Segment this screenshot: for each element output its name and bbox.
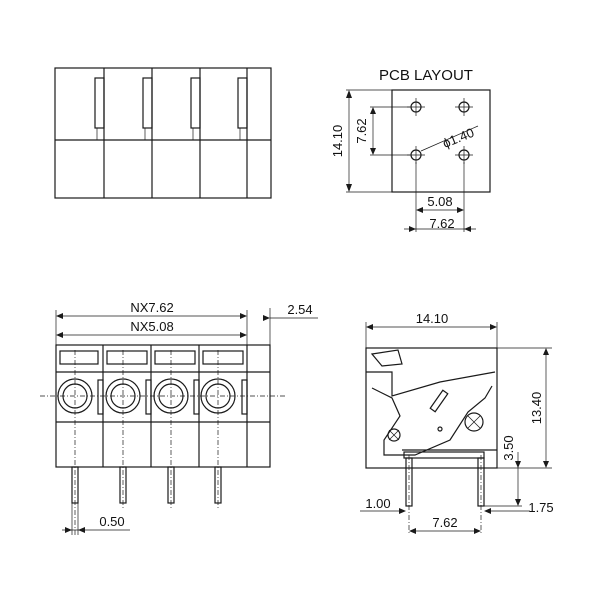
pcb-layout-view: PCB LAYOUT ϕ1.40 14.10 [330,67,491,232]
pcb-width-total-label: 7.62 [429,216,454,231]
screw-icon [464,412,484,432]
side-pin-pitch-label: 7.62 [432,515,457,530]
side-width-label: 14.10 [416,311,449,326]
side-pin-base-label: 3.50 [501,435,516,460]
nx-762-label: NX7.62 [130,300,173,315]
pcb-height-pitch-label: 7.62 [354,118,369,143]
hole-diameter-label: ϕ1.40 [440,125,476,151]
pcb-hole [455,98,473,116]
pcb-hole [455,146,473,164]
dim-254-label: 2.54 [287,302,312,317]
nx-508-label: NX5.08 [130,319,173,334]
side-pin-offset-label: 1.00 [365,496,390,511]
pcb-height-total-label: 14.10 [330,125,345,158]
side-height-label: 13.40 [529,392,544,425]
side-right-offset-label: 1.75 [528,500,553,515]
pcb-pitch-horizontal-label: 5.08 [427,194,452,209]
pin-hole-icon [387,428,401,442]
pin-width-label: 0.50 [99,514,124,529]
pcb-hole [407,146,425,164]
pcb-layout-title: PCB LAYOUT [379,67,473,84]
top-view [54,67,272,199]
side-view: 14.10 [360,311,554,535]
front-view: NX7.62 NX5.08 2.54 [40,300,318,535]
